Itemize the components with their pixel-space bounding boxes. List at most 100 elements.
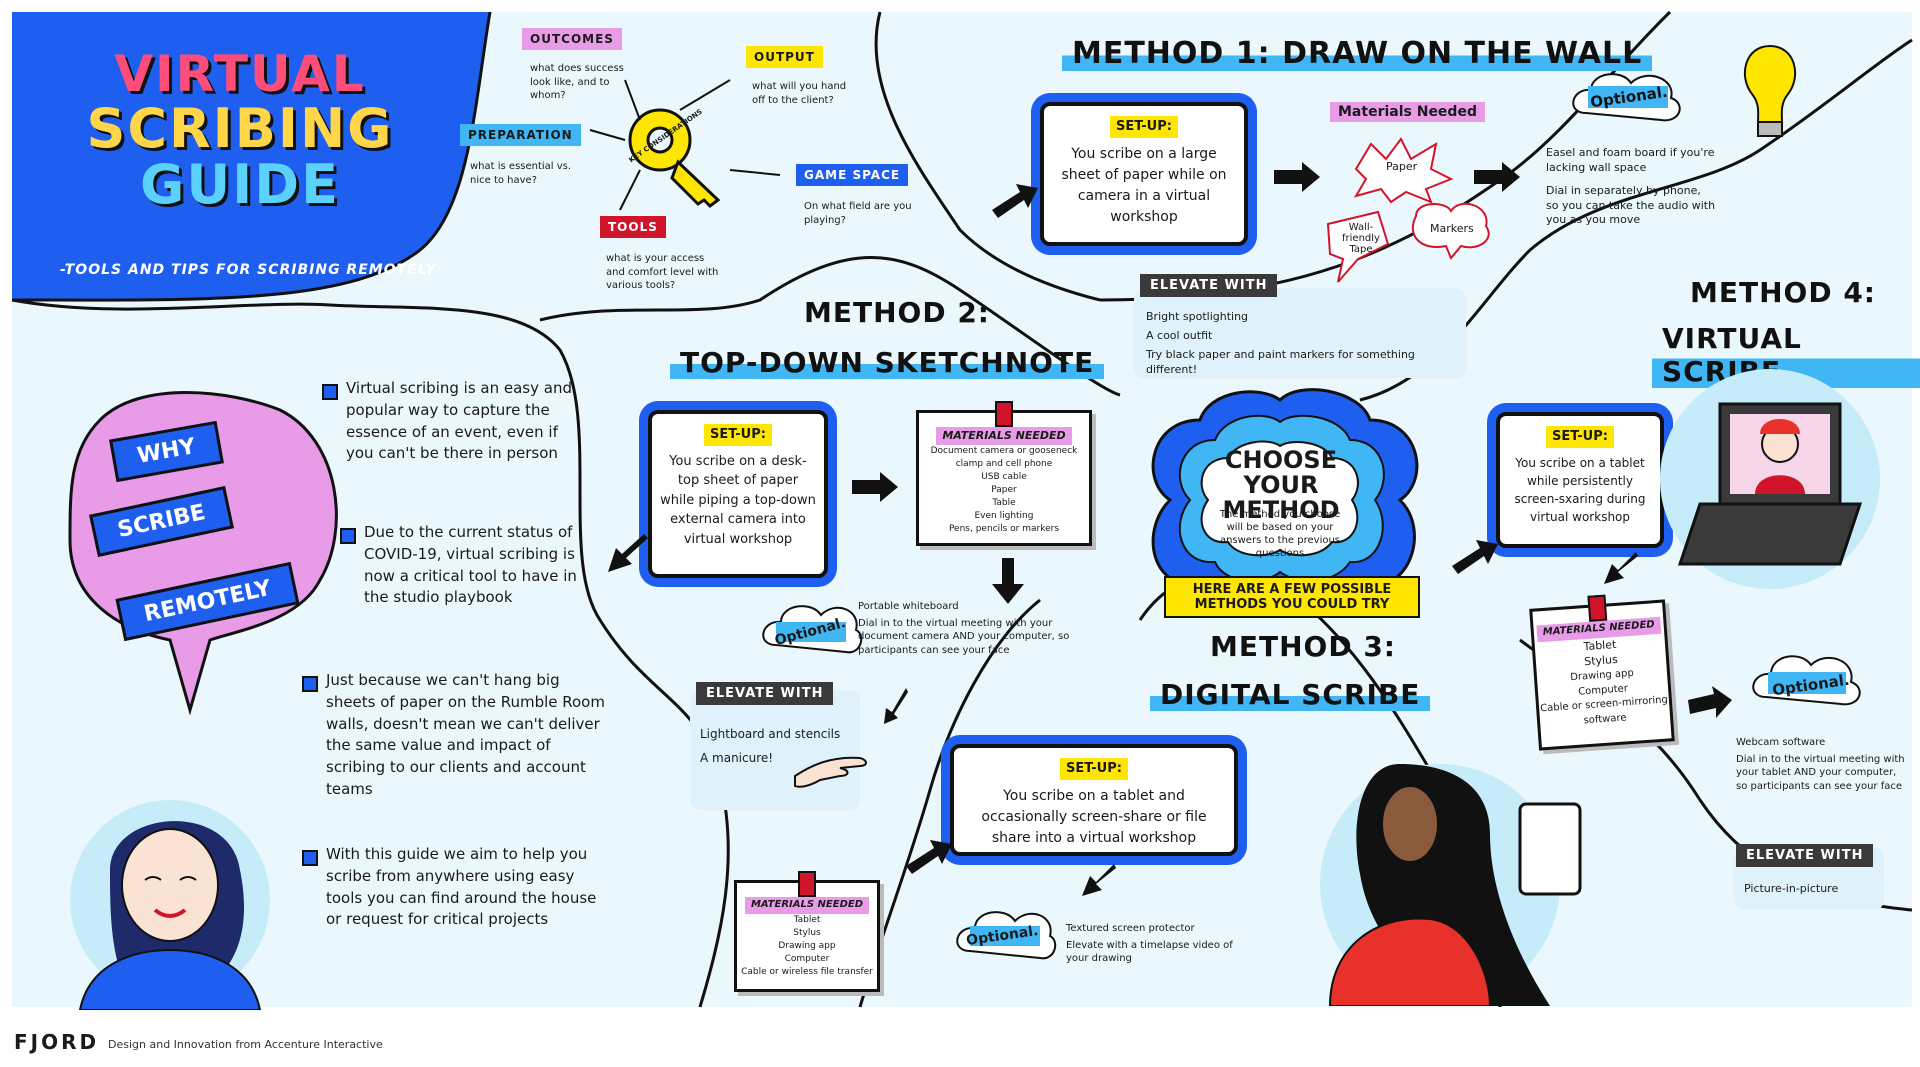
method1-optional-list: Easel and foam board if you're lacking w…	[1546, 146, 1716, 228]
elevate-item: Lightboard and stencils	[700, 727, 841, 741]
elevate-item: A manicure!	[700, 751, 774, 766]
markers-burst-icon	[1411, 202, 1490, 260]
arrow-icon	[906, 840, 952, 874]
footer-brand: FJORD	[14, 1030, 100, 1054]
tools-question: what is your access and comfort level wi…	[606, 253, 719, 291]
elevate-item: Picture-in-picture	[1744, 882, 1839, 895]
method3-setup-card: SET-UP: You scribe on a tablet and occas…	[950, 744, 1238, 856]
method4-setup-card: SET-UP: You scribe on a tablet while per…	[1496, 412, 1664, 548]
material-item: Document camera or gooseneck clamp and c…	[930, 445, 1078, 469]
method4-optional-list: Webcam software Dial in to the virtual m…	[1736, 736, 1906, 793]
material-markers: Markers	[1430, 222, 1474, 235]
bullet-icon	[340, 528, 356, 544]
hand-icon	[794, 756, 867, 788]
title-line-1: VIRTUAL	[114, 45, 366, 103]
footer-tagline: Design and Innovation from Accenture Int…	[108, 1038, 383, 1051]
outcomes-tag: OUTCOMES	[522, 28, 622, 50]
arrow-icon	[1688, 686, 1732, 718]
optional-item: Elevate with a timelapse video of your d…	[1066, 939, 1233, 965]
method2-optional-cloud	[756, 600, 866, 660]
method1-optional-cloud	[1566, 68, 1686, 128]
arrow-icon	[1474, 162, 1520, 192]
bullet-icon	[322, 384, 338, 400]
method1-elevate-box	[1134, 288, 1466, 378]
why-point-4: With this guide we aim to help you scrib…	[302, 844, 602, 931]
method2-setup-text: You scribe on a desk-top sheet of paper …	[660, 453, 816, 547]
paper-burst-icon	[1353, 137, 1454, 204]
method2-setup-card: SET-UP: You scribe on a desk-top sheet o…	[648, 410, 828, 578]
optional-item: Dial in separately by phone, so you can …	[1546, 183, 1716, 227]
material-item: Paper	[991, 485, 1017, 496]
digital-scribe-woman-illustration	[1320, 764, 1582, 1006]
woman-illustration	[70, 800, 270, 1010]
arrow-icon	[1452, 540, 1498, 574]
method1-setup-card: SET-UP: You scribe on a large sheet of p…	[1040, 102, 1248, 246]
optional-item: Portable whiteboard	[858, 601, 959, 612]
elevate-item: Bright spotlighting	[1146, 310, 1249, 323]
why-point-2: Due to the current status of COVID-19, v…	[340, 522, 580, 609]
material-item: USB cable	[981, 472, 1027, 483]
method3-materials-card: MATERIALS NEEDED Tablet Stylus Drawing a…	[734, 871, 880, 992]
arrow-icon	[884, 688, 908, 724]
lightbulb-icon	[1743, 44, 1797, 137]
method4-materials-card: MATERIALS NEEDED Tablet Stylus Drawing a…	[1529, 594, 1675, 751]
choose-method-cloud	[1151, 388, 1419, 614]
method2-elevate-list: Lightboard and stencils A manicure!	[700, 726, 860, 766]
arrow-icon	[852, 472, 898, 502]
method2-materials-card: MATERIALS NEEDED Document camera or goos…	[916, 401, 1092, 546]
optional-item: Dial in to the virtual meeting with your…	[1736, 753, 1905, 792]
tools-tag: TOOLS	[600, 216, 666, 238]
arrow-icon	[992, 558, 1024, 604]
setup-label: SET-UP:	[1546, 426, 1614, 448]
optional-item: Easel and foam board if you're lacking w…	[1546, 146, 1715, 174]
center-banner: HERE ARE A FEW POSSIBLE METHODS YOU COUL…	[1164, 576, 1420, 618]
method3-setup-text: You scribe on a tablet and occasionally …	[981, 787, 1207, 846]
tape-burst-icon	[1326, 210, 1390, 283]
material-item: Drawing app	[778, 940, 836, 951]
game-space-tag: GAME SPACE	[796, 164, 909, 186]
output-tag: OUTPUT	[746, 46, 823, 68]
why-point-3: Just because we can't hang big sheets of…	[302, 670, 612, 801]
pin-icon	[798, 871, 816, 897]
setup-label: SET-UP:	[704, 424, 772, 446]
key-arrows	[589, 79, 781, 211]
key-icon	[628, 108, 721, 208]
method4-setup-text: You scribe on a tablet while persistentl…	[1514, 455, 1646, 524]
method1-setup-text: You scribe on a large sheet of paper whi…	[1061, 145, 1227, 225]
method2-elevate-box	[690, 690, 860, 810]
method4-elevate-label: ELEVATE WITH	[1736, 844, 1874, 867]
material-item: Tablet	[793, 914, 821, 925]
arrow-icon	[1082, 864, 1116, 896]
elevate-item: Try black paper and paint markers for so…	[1146, 347, 1415, 376]
choose-method-title: CHOOSE YOUR METHOD	[1222, 446, 1340, 525]
bullet-icon	[302, 850, 318, 866]
choose-method-desc: The method you choose will be based on y…	[1219, 509, 1341, 559]
material-tape: Wall-friendly Tape	[1342, 222, 1380, 255]
method1-elevate-list: Bright spotlighting A cool outfit Try bl…	[1146, 310, 1466, 377]
outcomes-question: what does success look like, and to whom…	[530, 63, 624, 101]
materials-label: MATERIALS NEEDED	[744, 897, 870, 914]
setup-label: SET-UP:	[1110, 116, 1178, 138]
method1-title: METHOD 1: DRAW ON THE WALL	[1062, 36, 1653, 71]
material-item: Pens, pencils or markers	[948, 524, 1060, 535]
method3-title-2: DIGITAL SCRIBE	[1150, 678, 1431, 711]
method4-title-1: METHOD 4:	[1690, 276, 1876, 309]
arrow-icon	[1604, 552, 1638, 584]
method3-title-1: METHOD 3:	[1210, 630, 1396, 663]
preparation-question: what is essential vs. nice to have?	[470, 161, 572, 186]
materials-label: MATERIALS NEEDED	[936, 427, 1072, 445]
preparation-tag: PREPARATION	[460, 124, 581, 146]
game-space-question: On what field are you playing?	[804, 201, 912, 226]
method1-elevate-label: ELEVATE WITH	[1140, 274, 1278, 297]
laptop-illustration	[1660, 369, 1880, 589]
title-line-3: GUIDE	[140, 153, 340, 217]
material-item: Even lighting	[974, 511, 1034, 522]
arrow-icon	[992, 184, 1038, 218]
guide-title: VIRTUAL SCRIBING GUIDE	[60, 48, 420, 214]
output-question: what will you hand off to the client?	[752, 81, 847, 106]
optional-item: Dial in to the virtual meeting with your…	[858, 617, 1070, 656]
method3-optional-list: Textured screen protector Elevate with a…	[1066, 922, 1246, 966]
optional-item: Webcam software	[1736, 737, 1826, 748]
material-item: Computer	[784, 953, 830, 964]
arrow-icon	[1274, 162, 1320, 192]
